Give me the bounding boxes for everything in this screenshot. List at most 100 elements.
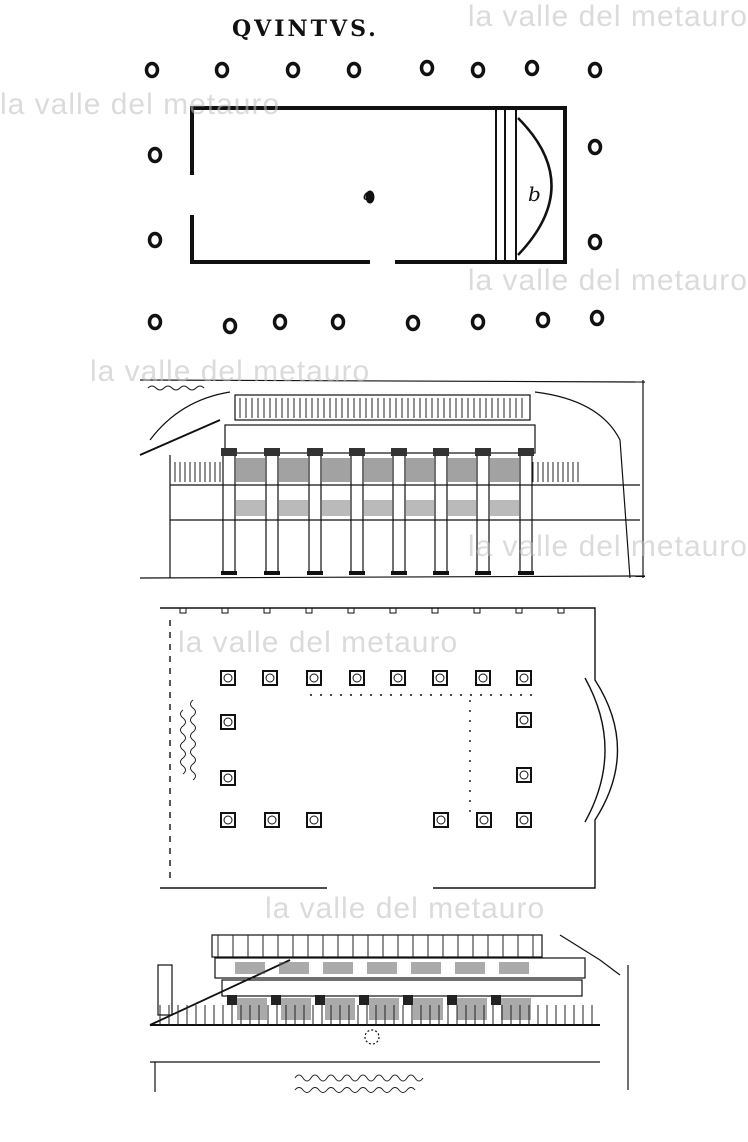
frieze-ornament (279, 500, 308, 516)
column (147, 231, 163, 249)
column (272, 313, 288, 331)
pier-column (309, 815, 319, 825)
pier-column (479, 815, 489, 825)
column-capital (307, 448, 323, 456)
wall-pilaster (347, 607, 355, 614)
pier-column (519, 770, 529, 780)
pier-column (352, 673, 362, 683)
column-capital (264, 448, 280, 456)
column (419, 59, 435, 77)
wall-pilaster (473, 607, 481, 614)
pier-column (223, 773, 233, 783)
elevation-arcade-detail (159, 935, 593, 1025)
pier-column (519, 673, 529, 683)
column-base (391, 571, 407, 575)
pier-column (265, 673, 275, 683)
handwritten-annotations (147, 385, 424, 1093)
column (265, 454, 279, 574)
wall-pilaster (179, 607, 187, 614)
pier (220, 812, 236, 828)
column-base (475, 571, 491, 575)
frieze-hatching (367, 962, 397, 974)
pier-column (519, 815, 529, 825)
pier (306, 812, 322, 828)
temple-floor-plan (190, 106, 567, 264)
pier (516, 712, 532, 728)
capital (315, 995, 325, 1005)
watermark: la valle del metauro (178, 626, 459, 659)
frieze-ornament (322, 500, 350, 516)
capital (227, 995, 237, 1005)
column (346, 61, 362, 79)
column (470, 61, 486, 79)
clerestory-hatching (322, 458, 350, 482)
pier-column (223, 815, 233, 825)
watermark: la valle del metauro (0, 88, 281, 121)
clerestory-hatching (364, 458, 392, 482)
pier (475, 670, 491, 686)
pier-column (223, 673, 233, 683)
column (587, 233, 603, 251)
column (285, 61, 301, 79)
column (350, 454, 364, 574)
column-base (349, 571, 365, 575)
clerestory-hatching (490, 458, 519, 482)
column-capital (221, 448, 237, 456)
capital (359, 995, 369, 1005)
pier (306, 670, 322, 686)
pier (390, 670, 406, 686)
watermark: la valle del metauro (467, 530, 748, 563)
clerestory-hatching (279, 458, 308, 482)
wall-pilaster (389, 607, 397, 614)
column (147, 313, 163, 331)
frieze-hatching (323, 962, 353, 974)
exterior-elevation-drawing (149, 934, 629, 1092)
column (589, 309, 605, 327)
pier (433, 812, 449, 828)
plan-label-a: a (363, 185, 373, 204)
column (470, 313, 486, 331)
clerestory-hatching (406, 458, 434, 482)
column-base (518, 571, 534, 575)
column-capital (349, 448, 365, 456)
drawing-title: QVINTVS. (232, 16, 379, 42)
pier (220, 714, 236, 730)
pier (349, 670, 365, 686)
capital (491, 995, 501, 1005)
column (587, 61, 603, 79)
watermark: la valle del metauro (467, 0, 748, 33)
pier (516, 670, 532, 686)
pier-column (478, 673, 488, 683)
pier-column (519, 715, 529, 725)
pier (476, 812, 492, 828)
column (222, 454, 236, 574)
peristyle-columns (144, 59, 605, 335)
frieze-ornament (236, 500, 265, 516)
pier-column (223, 717, 233, 727)
frieze-ornament (490, 500, 519, 516)
arcade-hatching (501, 998, 531, 1020)
column (214, 61, 230, 79)
pier (262, 670, 278, 686)
pier-column (436, 815, 446, 825)
frieze-hatching (411, 962, 441, 974)
pier (516, 812, 532, 828)
clerestory-hatching (448, 458, 476, 482)
capital (403, 995, 413, 1005)
frieze-ornament (364, 500, 392, 516)
pier (220, 770, 236, 786)
watermark: la valle del metauro (265, 892, 546, 925)
wall-pilaster (305, 607, 313, 614)
column (330, 313, 346, 331)
column-base (264, 571, 280, 575)
wall-pilaster (515, 607, 523, 614)
pier-column (309, 673, 319, 683)
basilica-piers (179, 607, 565, 828)
column-capital (433, 448, 449, 456)
column (535, 311, 551, 329)
pier-column (435, 673, 445, 683)
frieze-hatching (499, 962, 529, 974)
pier (516, 767, 532, 783)
column-base (221, 571, 237, 575)
